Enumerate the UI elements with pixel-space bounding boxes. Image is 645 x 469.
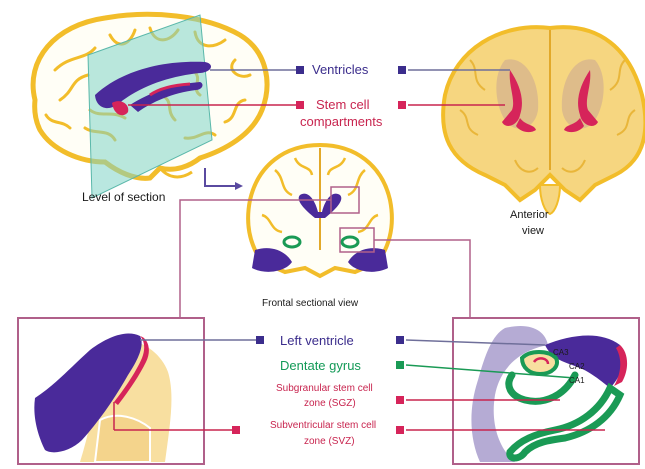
stem-cell-marker-right xyxy=(398,101,406,109)
stem-cell-compartments-label-line2: compartments xyxy=(300,114,382,129)
sgz-label-line2: zone (SGZ) xyxy=(304,398,356,409)
sgz-label-line1: Subgranular stem cell xyxy=(276,383,373,394)
lateral-brain-view xyxy=(33,14,267,198)
svz-label-line2: zone (SVZ) xyxy=(304,436,355,447)
section-arrow xyxy=(205,168,243,190)
left-ventricle-label: Left ventricle xyxy=(280,333,354,348)
anterior-view-label-line2: view xyxy=(522,225,544,237)
frontal-sectional-view-label: Frontal sectional view xyxy=(262,298,358,309)
hippocampus-panel xyxy=(453,318,639,464)
frontal-section-view xyxy=(248,145,392,276)
dentate-gyrus-marker xyxy=(396,361,404,369)
anterior-view-label-line1: Anterior xyxy=(510,209,549,221)
left-ventricle-marker-left xyxy=(256,336,264,344)
svz-label-line1: Subventricular stem cell xyxy=(270,420,376,431)
svz-marker-right xyxy=(396,426,404,434)
stem-cell-compartments-label-line1: Stem cell xyxy=(316,97,369,112)
ventricles-marker-left xyxy=(296,66,304,74)
ventricles-label: Ventricles xyxy=(312,62,368,77)
sgz-marker xyxy=(396,396,404,404)
ca1-label: CA1 xyxy=(569,376,585,385)
svz-marker-left xyxy=(232,426,240,434)
anterior-brain-outline xyxy=(443,27,645,200)
ventricles-marker-right xyxy=(398,66,406,74)
dentate-gyrus-label: Dentate gyrus xyxy=(280,358,361,373)
ca3-label: CA3 xyxy=(553,348,569,357)
anterior-brain-view xyxy=(443,27,645,214)
left-ventricle-marker-right xyxy=(396,336,404,344)
level-of-section-label: Level of section xyxy=(82,190,165,204)
ca2-label: CA2 xyxy=(569,362,585,371)
stem-cell-marker-left xyxy=(296,101,304,109)
